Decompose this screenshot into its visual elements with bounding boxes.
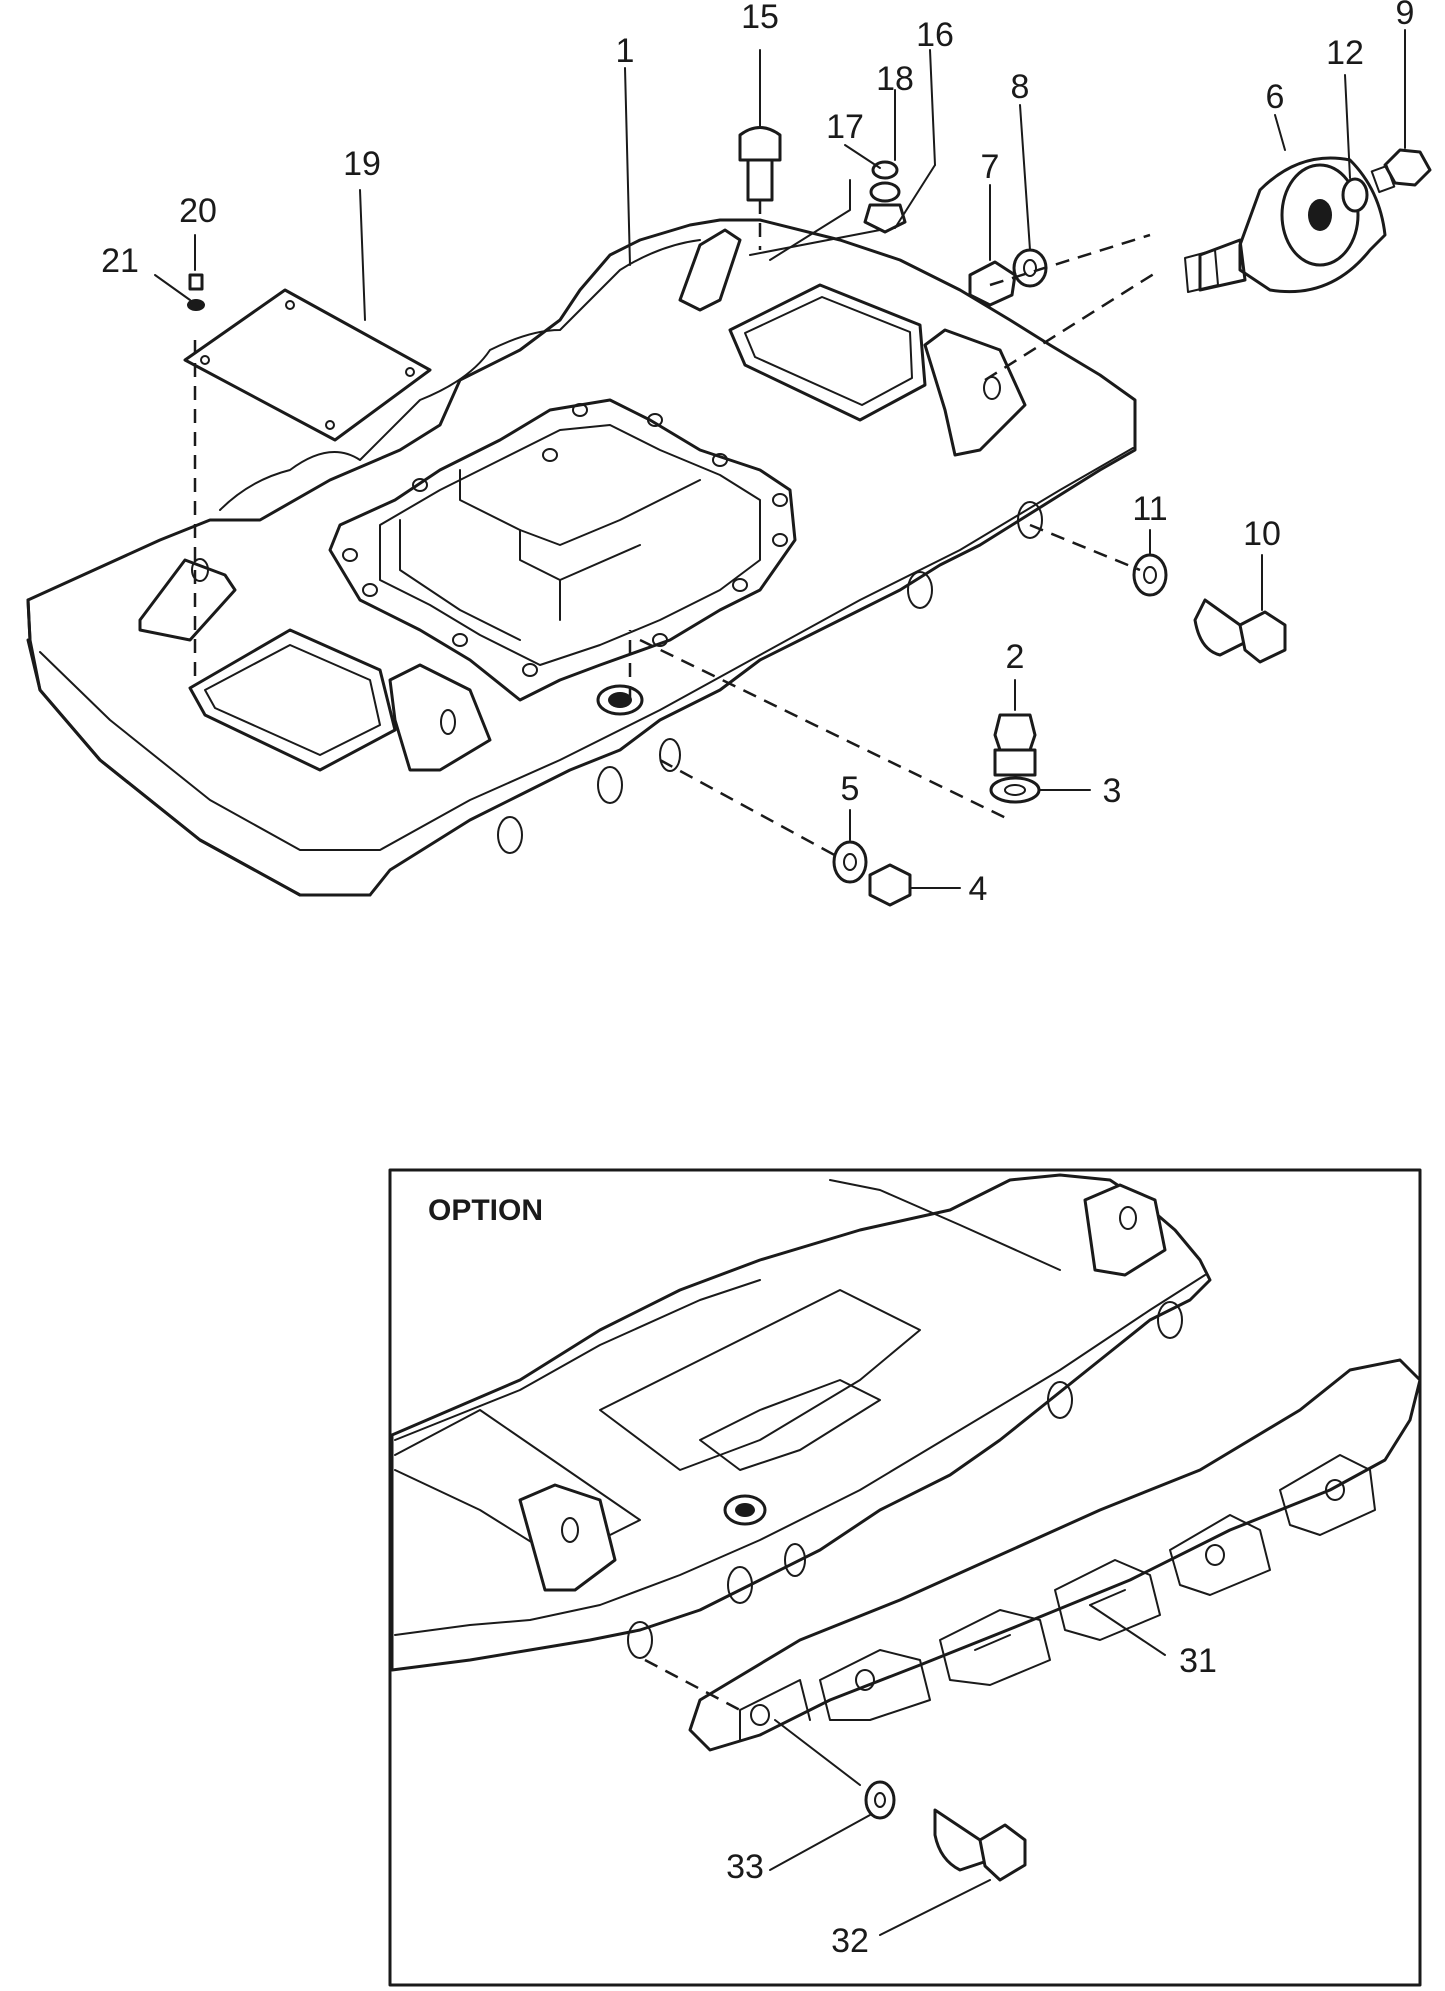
option-label: OPTION <box>428 1194 543 1227</box>
callout-15: 15 <box>741 0 779 36</box>
callout-3: 3 <box>1103 772 1122 810</box>
mount-bracket-rear-right <box>923 328 1027 457</box>
mount-bolt-rear <box>1370 148 1432 194</box>
side-bolt <box>1193 598 1287 664</box>
mount-bracket-rear-left <box>678 228 742 312</box>
cover-plate <box>183 288 432 442</box>
mount-bracket-front-left <box>138 558 237 642</box>
drain-plug <box>993 713 1037 777</box>
stiffener-bar <box>688 1358 1422 1752</box>
callout-18: 18 <box>876 60 914 98</box>
callout-17: 17 <box>826 108 864 146</box>
stiffener-bolt <box>933 1808 1027 1882</box>
callout-4: 4 <box>969 870 988 908</box>
callout-31: 31 <box>1179 1642 1217 1680</box>
callout-12: 12 <box>1326 34 1364 72</box>
callout-5: 5 <box>841 770 860 808</box>
stiffener-washer <box>864 1780 896 1820</box>
callout-7: 7 <box>981 148 1000 186</box>
pocket-bolt-holes <box>342 403 788 677</box>
callout-6: 6 <box>1266 78 1285 116</box>
drain-gasket <box>989 776 1041 804</box>
oil-pan-body <box>26 218 1137 897</box>
filler-plug <box>868 863 912 907</box>
callout-8: 8 <box>1011 68 1030 106</box>
option-panel: OPTION <box>388 1168 1422 1987</box>
callout-19: 19 <box>343 145 381 183</box>
top-bolt <box>738 126 782 202</box>
mount-washer-rear <box>1341 177 1369 213</box>
callout-leaders <box>154 29 1406 889</box>
callout-32: 32 <box>831 1922 869 1960</box>
filler-washer <box>832 840 868 884</box>
mount-bracket-front-center <box>388 663 492 772</box>
callout-9: 9 <box>1396 0 1415 32</box>
callout-20: 20 <box>179 192 217 230</box>
top-nut-washers <box>863 160 907 234</box>
callout-numbers: 1 2 3 4 5 6 7 8 9 10 11 12 15 16 17 18 1… <box>101 0 1414 1960</box>
cover-screw <box>187 273 205 311</box>
callout-10: 10 <box>1243 515 1281 553</box>
callout-2: 2 <box>1006 638 1025 676</box>
side-washer <box>1132 553 1168 597</box>
callout-11: 11 <box>1132 490 1167 528</box>
callout-33: 33 <box>726 1848 764 1886</box>
assembly-lines <box>193 179 1161 860</box>
callout-1: 1 <box>616 32 635 70</box>
callout-21: 21 <box>101 242 139 280</box>
callout-16: 16 <box>916 16 954 54</box>
